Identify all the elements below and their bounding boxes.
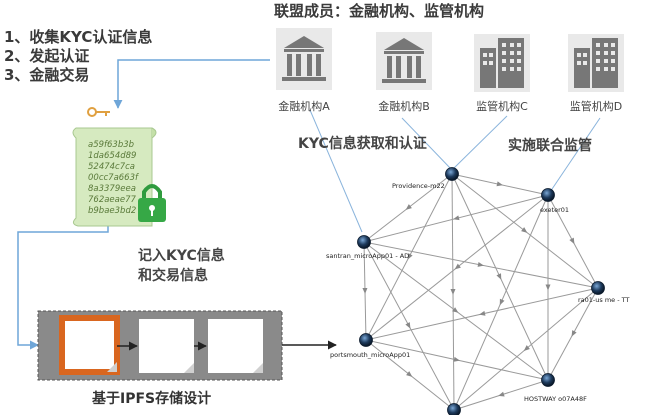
record-line: 和交易信息: [138, 268, 208, 284]
step-item: 2、发起认证: [4, 47, 90, 65]
kyc-obtain-label: KYC信息获取和认证: [298, 136, 427, 152]
network-node-providence: [445, 167, 459, 181]
step-arrow: [113, 59, 270, 109]
edge-arrow: [523, 345, 530, 351]
building-icon: [568, 34, 624, 92]
edge-arrow: [405, 204, 412, 210]
institution-label-c: 监管机构C: [476, 100, 528, 113]
edge-arrow: [453, 356, 460, 362]
lock-icon: [138, 184, 166, 222]
network-node-ra01: [591, 281, 605, 295]
hash-line: b9bae3bd2: [88, 206, 137, 216]
edge-arrow: [499, 298, 505, 306]
network-node-hostway: [541, 373, 555, 387]
blockchain-network-graph: [357, 167, 605, 415]
record-label: 记入KYC信息 和交易信息: [138, 246, 225, 286]
edge-arrow: [479, 310, 486, 316]
edge-arrow: [453, 215, 460, 221]
edge-arrow: [496, 273, 502, 280]
network-node-exeter: [541, 188, 555, 202]
edge-arrow: [477, 261, 484, 267]
key-icon: [87, 107, 110, 117]
hash-line: a59f63b3b: [88, 140, 135, 150]
steps-list: 1、收集KYC认证信息 2、发起认证 3、金融交易: [4, 28, 152, 85]
ledger-scroll: [72, 127, 157, 227]
bank-icon: [276, 28, 332, 90]
storage-arrow: [17, 225, 109, 350]
edge-arrow: [545, 284, 551, 291]
edge-arrow: [521, 227, 528, 233]
step-item: 3、金融交易: [4, 66, 90, 84]
edge-arrow: [405, 322, 411, 329]
edge-arrow: [571, 330, 577, 337]
ipfs-storage-box: [37, 310, 283, 381]
edge-arrow: [362, 287, 368, 294]
node-label: portsmouth_microApp01: [330, 351, 411, 359]
institution-label-b: 金融机构B: [378, 100, 430, 113]
hash-line: 00cc7a663f: [88, 173, 138, 183]
hash-line: 52474c7ca: [88, 162, 136, 172]
network-node-portsmouth: [359, 333, 373, 347]
node-label: HOSTWAY o07A48F: [524, 395, 587, 403]
edge-arrow: [450, 288, 456, 295]
edge-arrow: [454, 263, 461, 270]
institution-links: [309, 109, 601, 233]
edge-arrow: [406, 371, 413, 377]
record-line: 记入KYC信息: [138, 248, 225, 264]
hash-line: 8a3379eea: [88, 184, 136, 194]
edge-arrow: [496, 181, 503, 187]
node-label: ra01-us me - TT: [578, 296, 630, 304]
alliance-title: 联盟成员：金融机构、监管机构: [274, 2, 485, 20]
edge-arrow: [452, 307, 459, 313]
hash-text: a59f63b3b 1da654d89 52474c7ca 00cc7a663f…: [88, 140, 138, 217]
hash-line: 1da654d89: [88, 151, 137, 161]
node-label: Providence-m22: [392, 182, 445, 190]
bank-icon: [376, 32, 432, 90]
node-label: santran_microApp01 - AD: [326, 252, 410, 260]
network-node-bottom: [447, 403, 461, 415]
edge-arrow: [569, 237, 575, 245]
edge-arrow: [407, 253, 413, 260]
edge-arrow: [498, 391, 505, 397]
institution-label-a: 金融机构A: [278, 100, 330, 113]
building-icon: [474, 34, 530, 92]
network-node-santran: [357, 235, 371, 249]
step-item: 1、收集KYC认证信息: [4, 28, 153, 46]
institution-label-d: 监管机构D: [569, 100, 623, 113]
ipfs-caption: 基于IPFS存储设计: [92, 391, 212, 407]
hash-line: 762aeae77: [88, 195, 136, 205]
node-label: exeter01: [540, 206, 570, 214]
supervise-label: 实施联合监管: [508, 138, 592, 154]
